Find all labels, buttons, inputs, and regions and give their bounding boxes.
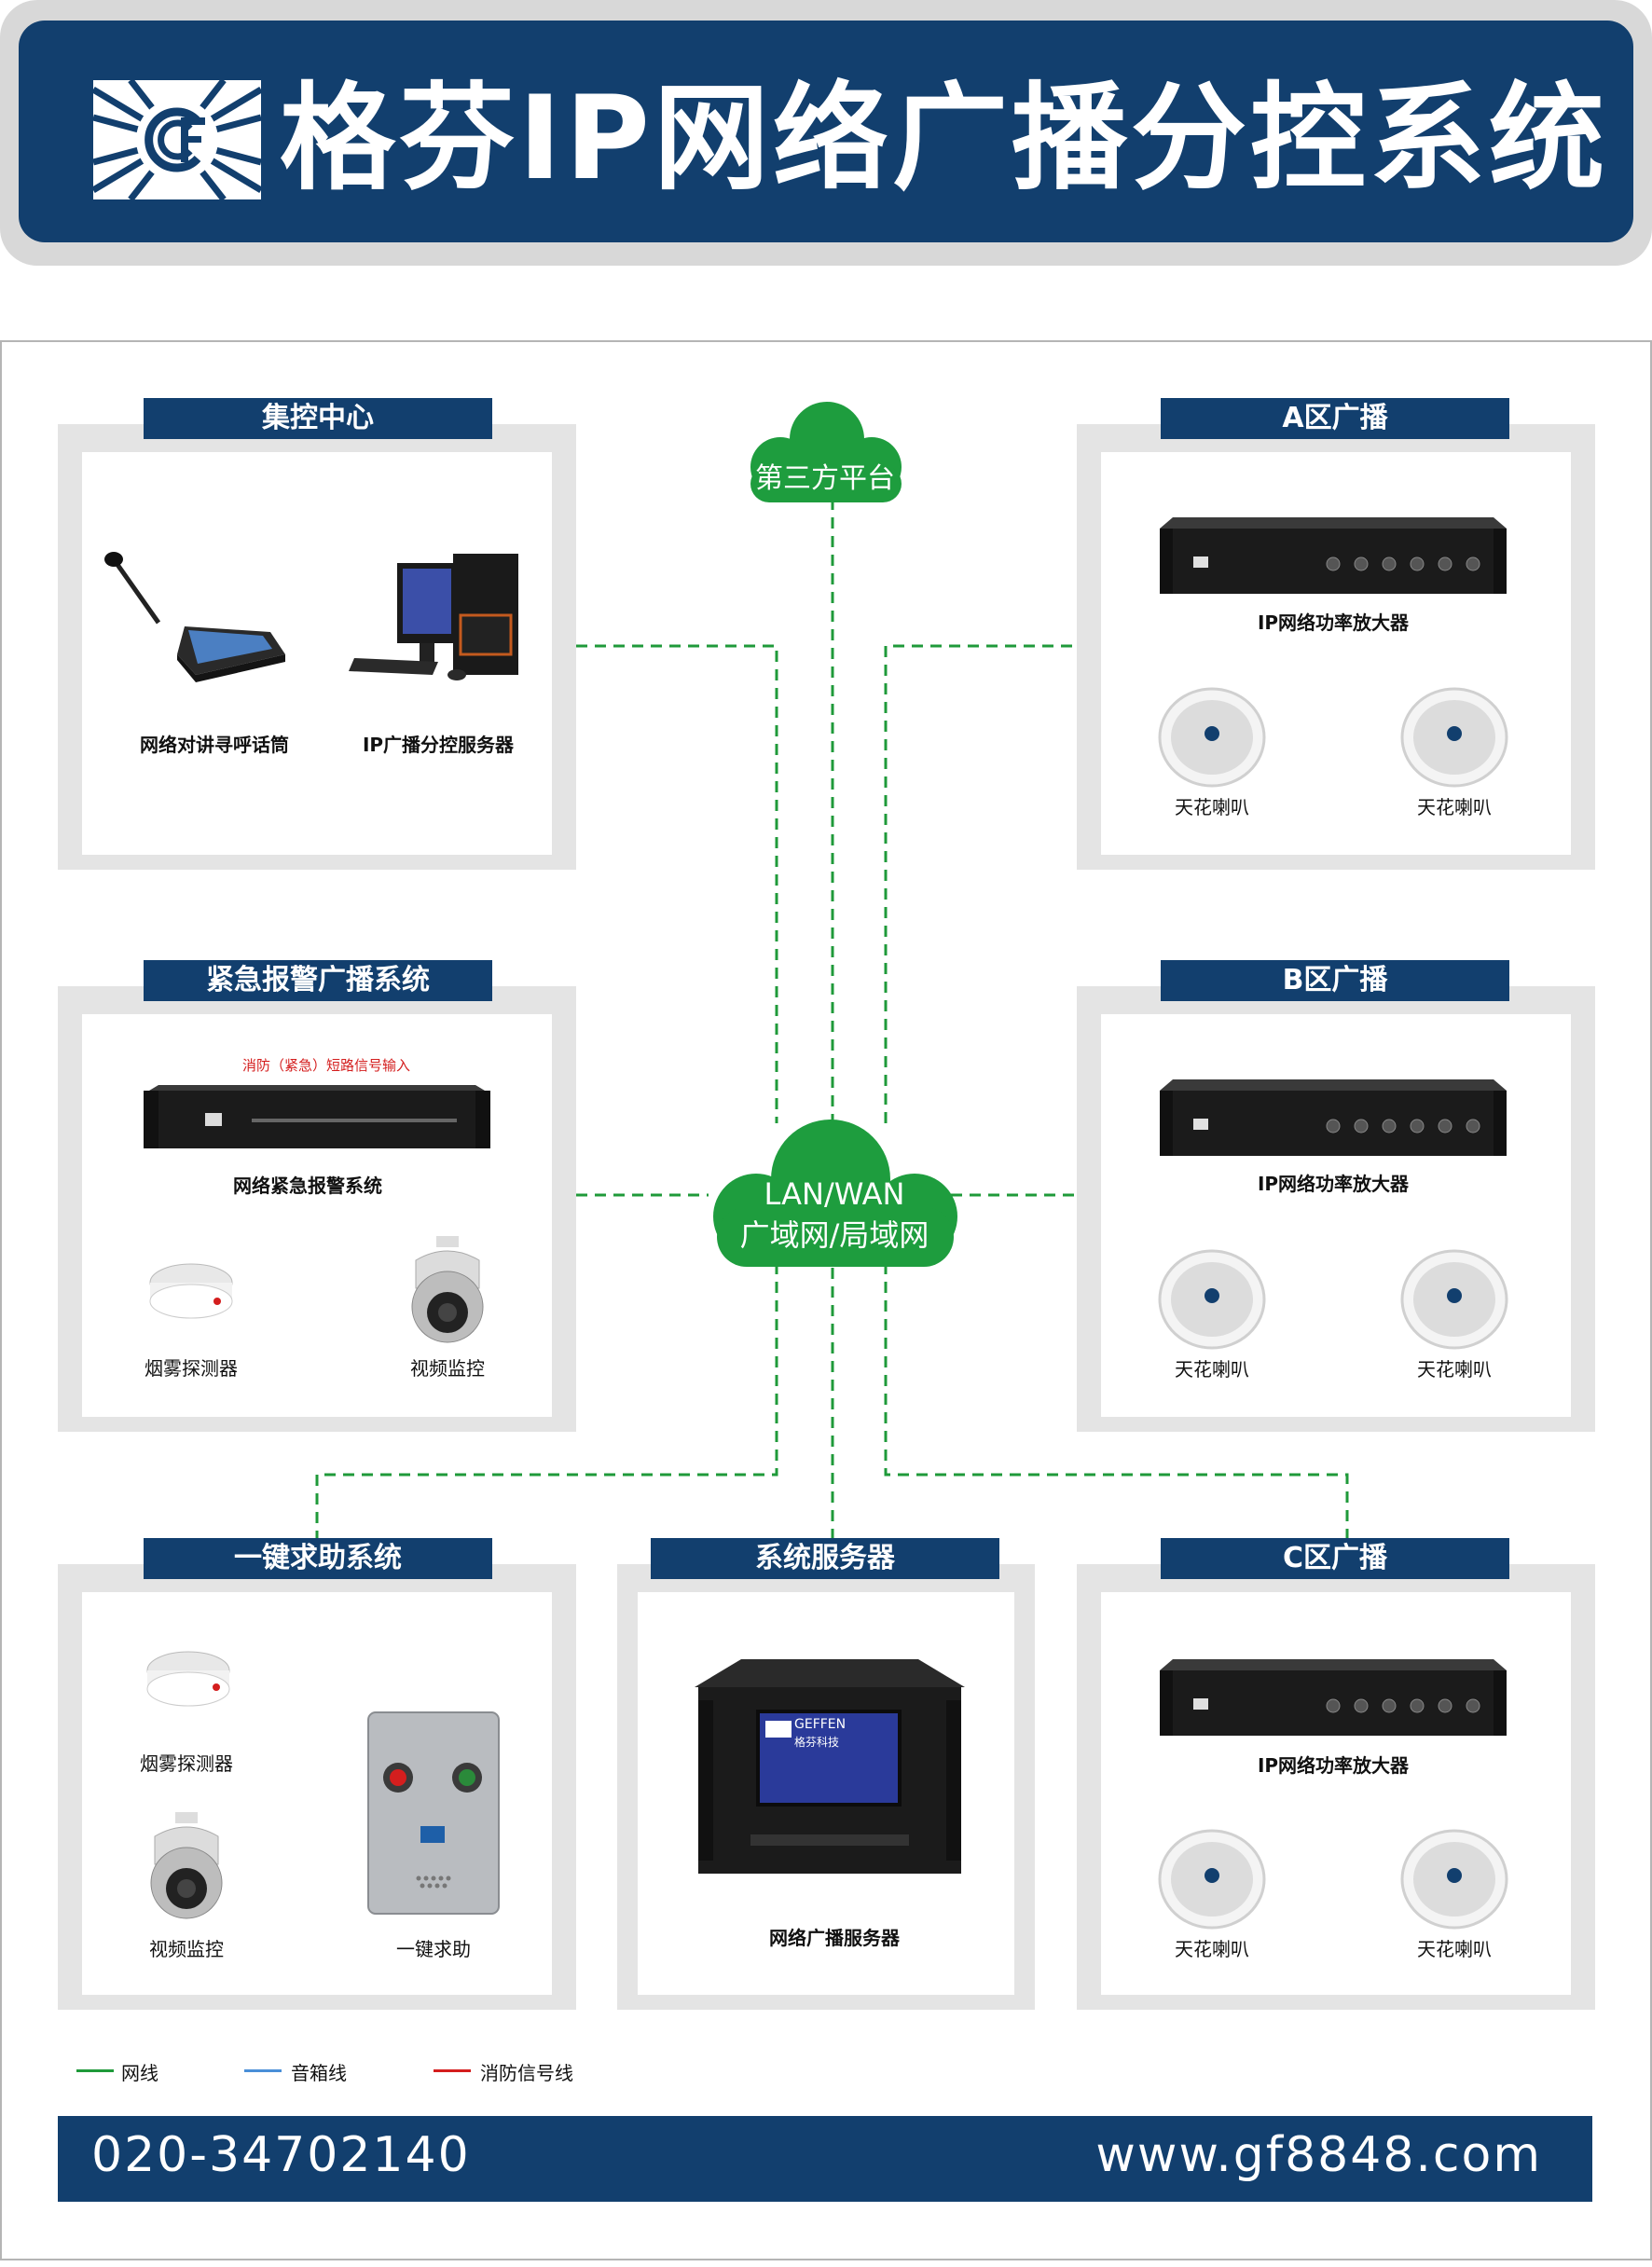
legend-fire-swatch bbox=[434, 2069, 471, 2072]
broadcast-server-icon bbox=[695, 1659, 965, 1874]
footer-website-link[interactable]: www.gf8848.com bbox=[1095, 2127, 1542, 2183]
panel-zone-c-title: C区广播 bbox=[1161, 1538, 1509, 1579]
zone-a-amplifier-label: IP网络功率放大器 bbox=[1257, 611, 1410, 634]
sos-camera-label: 视频监控 bbox=[149, 1938, 224, 1960]
panel-emergency-alarm: 紧急报警广播系统 bbox=[58, 960, 576, 1432]
broadcast-server-label: 网络广播服务器 bbox=[769, 1927, 900, 1949]
zone-b-speaker-left-label: 天花喇叭 bbox=[1175, 1358, 1249, 1381]
panel-sos-title: 一键求助系统 bbox=[144, 1538, 492, 1579]
emergency-alarm-label: 网络紧急报警系统 bbox=[233, 1175, 382, 1197]
zone-a-amplifier-icon bbox=[1160, 517, 1507, 594]
third-party-cloud-icon bbox=[750, 402, 902, 502]
fire-signal-input-label: 消防（紧急）短路信号输入 bbox=[242, 1057, 411, 1074]
camera-label: 视频监控 bbox=[410, 1357, 485, 1380]
legend-speaker-label: 音箱线 bbox=[291, 2062, 347, 2084]
page-title: 格芬IP网络广播分控系统 bbox=[280, 72, 1609, 206]
zone-c-speaker-right-label: 天花喇叭 bbox=[1417, 1938, 1492, 1960]
lan-wan-label: LAN/WAN bbox=[764, 1176, 905, 1212]
zone-a-speaker-right-label: 天花喇叭 bbox=[1417, 796, 1492, 818]
third-party-platform-label: 第三方平台 bbox=[755, 462, 895, 495]
lan-wan-cloud-icon bbox=[713, 1120, 957, 1267]
server-screen-brand: GEFFEN bbox=[794, 1717, 847, 1732]
zone-c-amplifier-label: IP网络功率放大器 bbox=[1257, 1754, 1410, 1777]
zone-b-amplifier-icon bbox=[1160, 1079, 1507, 1156]
zone-b-speaker-right-icon bbox=[1400, 1249, 1508, 1350]
camera-dome-icon bbox=[411, 1236, 484, 1343]
paging-microphone-label: 网络对讲寻呼话筒 bbox=[140, 734, 289, 756]
legend-network-swatch bbox=[76, 2069, 114, 2072]
emergency-alarm-unit-icon bbox=[144, 1085, 490, 1148]
panel-zone-b-title: B区广播 bbox=[1161, 960, 1509, 1001]
panel-central-control: 集控中心 bbox=[58, 398, 576, 870]
zone-b-amplifier-label: IP网络功率放大器 bbox=[1257, 1173, 1410, 1195]
smoke-detector-icon bbox=[149, 1263, 233, 1319]
footer-phone[interactable]: 020-34702140 bbox=[91, 2127, 471, 2183]
network-line-zone-a bbox=[884, 644, 1072, 1123]
wide-local-network-label: 广域网/局域网 bbox=[739, 1217, 929, 1253]
zone-b-speaker-left-icon bbox=[1158, 1249, 1266, 1350]
sos-button-panel-icon bbox=[367, 1711, 500, 1915]
server-screen-sub: 格芬科技 bbox=[794, 1736, 840, 1749]
panel-server-title: 系统服务器 bbox=[651, 1538, 999, 1579]
legend-speaker-swatch bbox=[244, 2069, 282, 2072]
smoke-detector-label: 烟雾探测器 bbox=[145, 1357, 238, 1380]
sos-smoke-detector-label: 烟雾探测器 bbox=[140, 1752, 233, 1775]
zone-a-speaker-left-icon bbox=[1158, 687, 1266, 788]
sos-smoke-detector-icon bbox=[146, 1651, 230, 1707]
network-line-central bbox=[576, 644, 778, 1123]
footer-bar: 020-34702140 www.gf8848.com bbox=[58, 2116, 1592, 2202]
sos-camera-dome-icon bbox=[150, 1812, 223, 1919]
broadcast-control-server-label: IP广播分控服务器 bbox=[362, 734, 515, 756]
geffen-logo-icon bbox=[93, 80, 261, 199]
header-banner: 格芬IP网络广播分控系统 bbox=[19, 21, 1633, 242]
zone-c-speaker-left-label: 天花喇叭 bbox=[1175, 1938, 1249, 1960]
panel-zone-b: B区广播 bbox=[1077, 960, 1595, 1432]
panel-zone-c: C区广播 bbox=[1077, 1538, 1595, 2010]
panel-zone-a: A区广播 bbox=[1077, 398, 1595, 870]
panel-emergency-title: 紧急报警广播系统 bbox=[144, 960, 492, 1001]
paging-microphone-icon bbox=[104, 552, 285, 682]
sos-button-label[interactable]: 一键求助 bbox=[396, 1938, 471, 1960]
panel-zone-a-title: A区广播 bbox=[1161, 398, 1509, 439]
broadcast-control-pc-icon bbox=[349, 554, 518, 680]
panel-central-title: 集控中心 bbox=[144, 398, 492, 439]
zone-c-amplifier-icon bbox=[1160, 1659, 1507, 1736]
legend-fire-label: 消防信号线 bbox=[480, 2062, 573, 2084]
zone-a-speaker-right-icon bbox=[1400, 687, 1508, 788]
legend-network-label: 网线 bbox=[121, 2062, 158, 2084]
zone-b-speaker-right-label: 天花喇叭 bbox=[1417, 1358, 1492, 1381]
zone-c-speaker-left-icon bbox=[1158, 1829, 1266, 1930]
zone-c-speaker-right-icon bbox=[1400, 1829, 1508, 1930]
zone-a-speaker-left-label: 天花喇叭 bbox=[1175, 796, 1249, 818]
